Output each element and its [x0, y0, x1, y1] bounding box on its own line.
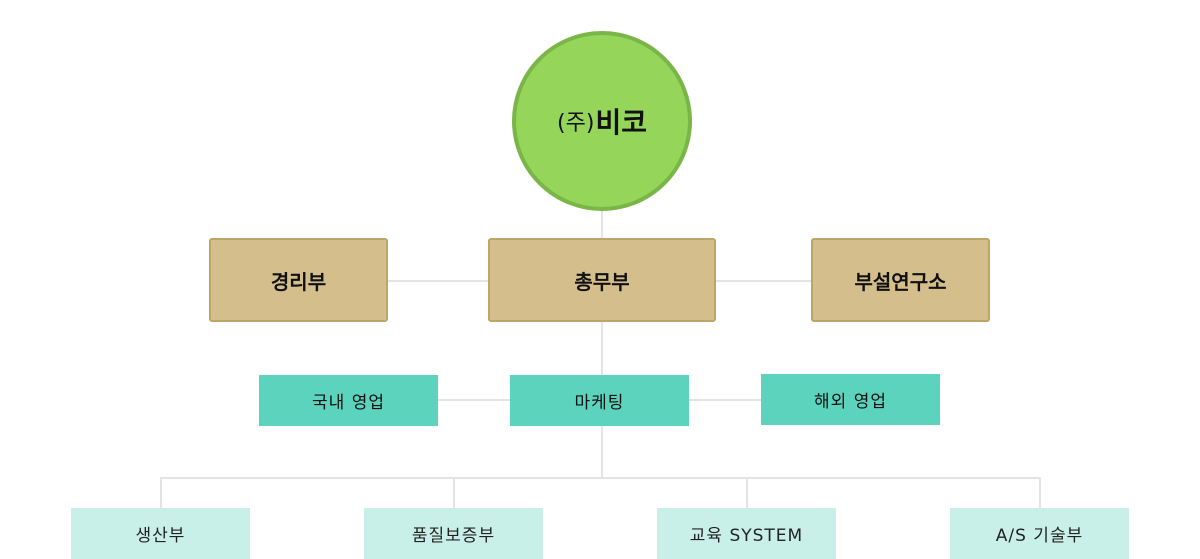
team-label: 국내 영업 — [312, 393, 385, 413]
unit-node-2: 품질보증부 — [364, 508, 543, 559]
dept-label: 총무부 — [574, 269, 630, 294]
root-name: 비코 — [595, 106, 647, 139]
root-node: (주)비코 — [512, 31, 692, 211]
unit-label: A/S 기술부 — [995, 526, 1084, 546]
unit-node-3: 교육 SYSTEM — [657, 508, 836, 559]
dept-label: 경리부 — [270, 269, 327, 294]
connector-dept-to-team — [601, 322, 603, 375]
connector-unit-drop-3 — [746, 477, 748, 508]
team-label: 마케팅 — [574, 393, 625, 413]
connector-unit-row — [160, 477, 1041, 479]
dept-label: 부설연구소 — [854, 269, 947, 294]
team-node-2: 마케팅 — [510, 375, 689, 426]
root-prefix: (주) — [557, 111, 595, 136]
dept-node-2: 총무부 — [488, 238, 716, 322]
connector-root-to-dept — [601, 207, 603, 238]
unit-label: 교육 SYSTEM — [689, 526, 804, 546]
connector-unit-drop-2 — [453, 477, 455, 508]
unit-label: 품질보증부 — [411, 526, 496, 546]
dept-node-1: 경리부 — [209, 238, 388, 322]
team-node-1: 국내 영업 — [259, 375, 438, 426]
unit-node-1: 생산부 — [71, 508, 250, 559]
connector-unit-drop-1 — [160, 477, 162, 508]
unit-node-4: A/S 기술부 — [950, 508, 1129, 559]
unit-label: 생산부 — [135, 526, 186, 546]
team-node-3: 해외 영업 — [761, 374, 940, 425]
team-label: 해외 영업 — [814, 392, 887, 412]
connector-team-to-units — [601, 426, 603, 477]
dept-node-3: 부설연구소 — [811, 238, 990, 322]
connector-unit-drop-4 — [1039, 477, 1041, 508]
